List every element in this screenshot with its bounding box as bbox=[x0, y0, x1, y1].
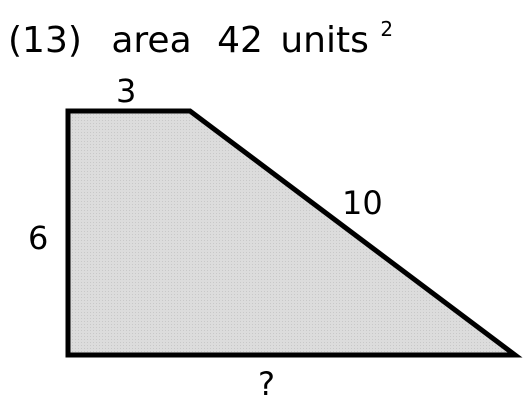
problem-number: (13) bbox=[8, 20, 82, 61]
slant-side-label: 10 bbox=[342, 184, 383, 222]
area-unit: units bbox=[280, 20, 369, 61]
unit-exponent: 2 bbox=[380, 17, 393, 41]
area-word: area bbox=[111, 20, 191, 61]
left-side-label: 6 bbox=[28, 219, 48, 257]
bottom-side-label: ? bbox=[258, 365, 275, 403]
area-value: 42 bbox=[217, 20, 263, 61]
trapezoid-shape bbox=[65, 108, 523, 358]
problem-header: (13) area 42 units 2 bbox=[8, 17, 393, 61]
top-side-label: 3 bbox=[116, 72, 136, 110]
